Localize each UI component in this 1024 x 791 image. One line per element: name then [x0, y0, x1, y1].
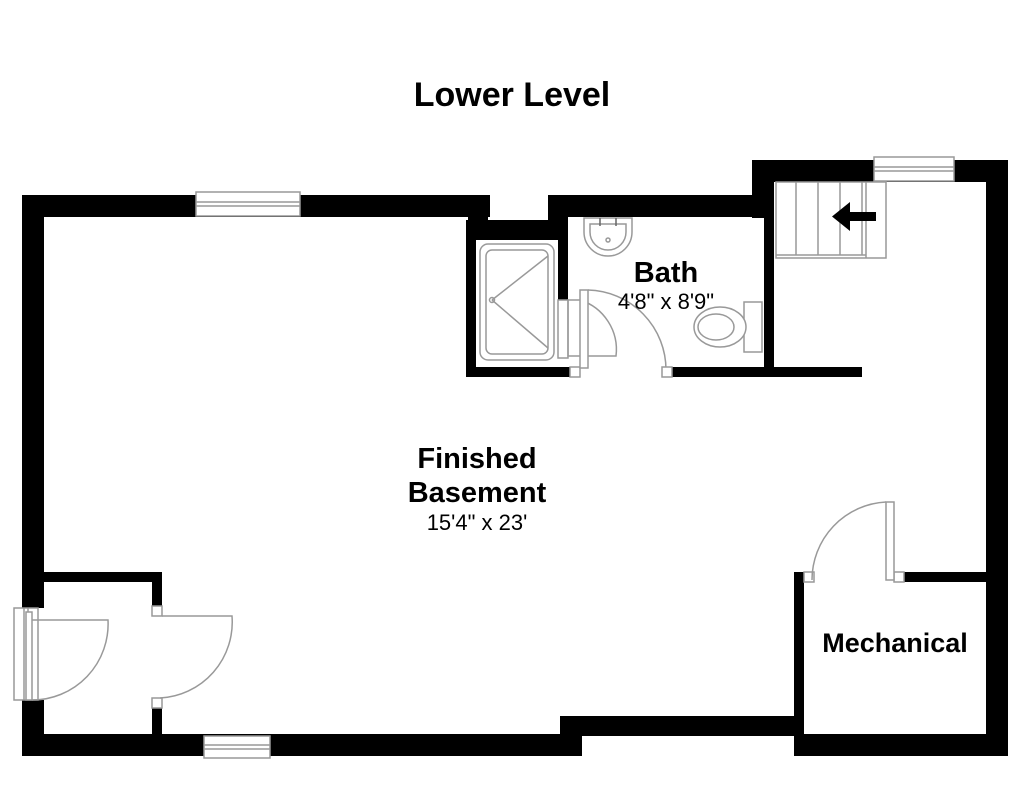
door-swing-icon [25, 611, 109, 701]
wall-bath-top [548, 195, 774, 217]
shower-icon [479, 243, 555, 361]
door-swing-icon [151, 605, 233, 709]
door-swing-icon [579, 289, 673, 378]
wall-mech-top [904, 572, 1008, 582]
doors [25, 289, 905, 709]
wall-closet-top [22, 572, 162, 582]
toilet-icon [693, 301, 763, 353]
door-swing-icon [803, 501, 905, 583]
wall-bottom-left [22, 734, 582, 756]
wall-closet-right-upper [152, 572, 162, 606]
window-icon [195, 191, 301, 217]
wall-left-upper [22, 195, 44, 608]
bath-label: Bath 4'8" x 8'9" [584, 256, 748, 314]
wall-closet-right-lower [152, 708, 162, 756]
window-icon [203, 735, 271, 759]
wall-bottom-mid [560, 716, 800, 736]
wall-bath-bottom-left [466, 367, 580, 377]
bath-name: Bath [633, 257, 699, 289]
wall-mech-left [794, 572, 804, 756]
basement-name-line2: Basement [407, 477, 547, 509]
sink-icon [583, 217, 633, 257]
wall-shower-left [466, 220, 476, 377]
page-title: Lower Level [413, 76, 611, 114]
wall-shower-right [558, 240, 568, 300]
basement-name-line1: Finished [417, 443, 537, 475]
stairs-arrow-icon [832, 202, 876, 231]
wall-right [986, 160, 1008, 756]
window-icon [873, 156, 955, 182]
wall-bath-notch [468, 195, 488, 225]
bath-dimensions: 4'8" x 8'9" [617, 289, 715, 314]
basement-label: Finished Basement 15'4" x 23' [340, 442, 614, 536]
wall-bath-notch-bottom [468, 220, 568, 240]
wall-bath-notch-right [548, 195, 568, 240]
wall-bath-right [764, 195, 774, 377]
mechanical-label: Mechanical [822, 628, 968, 658]
wall-bottom-right [794, 734, 1008, 756]
basement-dimensions: 15'4" x 23' [426, 510, 528, 535]
stairs [775, 181, 887, 259]
